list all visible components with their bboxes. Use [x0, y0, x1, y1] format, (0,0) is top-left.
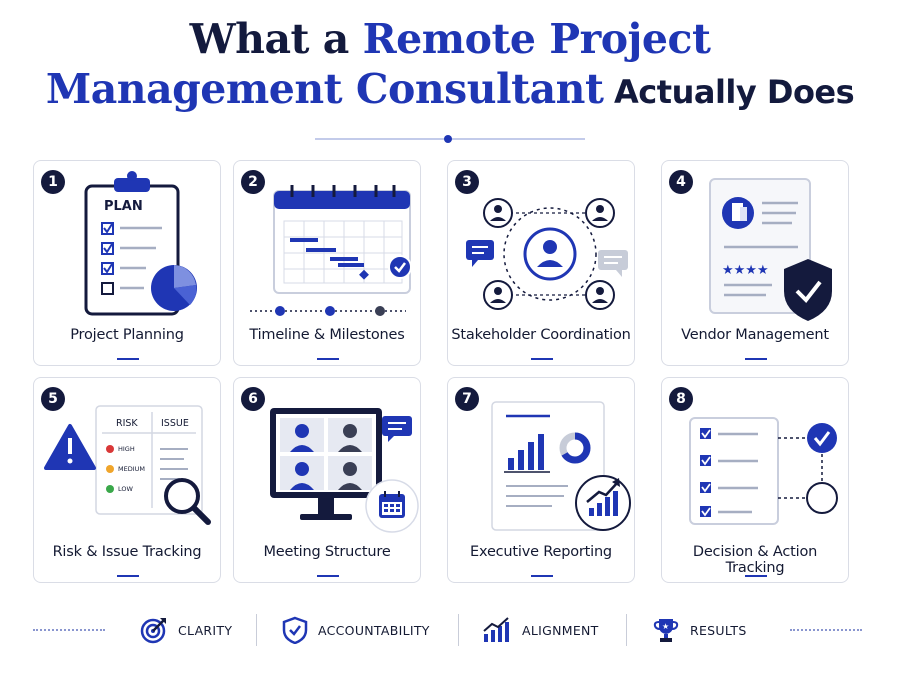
- clipboard-plan-icon: [84, 171, 197, 316]
- card-label: Stakeholder Coordination: [451, 327, 631, 343]
- page-title: What a Remote Project Management Consult…: [0, 14, 900, 117]
- footer-item-accountability: ACCOUNTABILITY: [282, 612, 430, 648]
- card-number-badge: 3: [455, 170, 479, 194]
- footer-separator: [626, 614, 627, 646]
- title-part-1: What a: [189, 15, 363, 63]
- card-timeline-milestones: 2 Timeline & Milestones: [233, 160, 421, 366]
- card-label: Timeline & Milestones: [249, 327, 405, 343]
- clipboard-plan-text: PLAN: [104, 199, 143, 214]
- card-number-badge: 6: [241, 387, 265, 411]
- card-label: Executive Reporting: [470, 544, 612, 560]
- footer-label: RESULTS: [690, 622, 747, 638]
- video-meeting-icon: [270, 408, 419, 533]
- title-part-2: Remote Project: [362, 15, 711, 63]
- svg-text:★★★★: ★★★★: [722, 263, 769, 278]
- vendor-profile-icon: ★★★★: [709, 178, 832, 321]
- issue-column-header: ISSUE: [161, 418, 189, 429]
- footer-dash-left: [33, 629, 105, 631]
- card-vendor-management: 4 ★★★★ Vendor Management: [661, 160, 849, 366]
- card-number-badge: 1: [41, 170, 65, 194]
- footer-dash-right: [790, 629, 862, 631]
- card-underline: [317, 358, 339, 360]
- footer-separator: [458, 614, 459, 646]
- calendar-gantt-icon: [250, 185, 412, 316]
- footer-label: ALIGNMENT: [522, 622, 599, 638]
- card-number-badge: 8: [669, 387, 693, 411]
- risk-table-icon: [44, 405, 211, 525]
- target-icon: [140, 618, 166, 644]
- card-underline: [117, 358, 139, 360]
- growth-chart-icon: [483, 617, 509, 642]
- footer-item-results: ★ RESULTS: [652, 612, 747, 648]
- card-label: Risk & Issue Tracking: [52, 544, 202, 560]
- svg-text:★: ★: [662, 622, 669, 631]
- card-label: Meeting Structure: [263, 544, 391, 560]
- risk-level-low: LOW: [118, 485, 133, 493]
- card-underline: [745, 358, 767, 360]
- card-decision-action-tracking: 8 Decision & Action Tracking: [661, 377, 849, 583]
- card-number-badge: 2: [241, 170, 265, 194]
- decision-checklist-icon: [689, 417, 838, 525]
- card-number-badge: 4: [669, 170, 693, 194]
- card-meeting-structure: 6 Meeting Structure: [233, 377, 421, 583]
- executive-report-icon: [491, 401, 631, 531]
- risk-level-high: HIGH: [118, 445, 135, 453]
- card-underline: [745, 575, 767, 577]
- footer-label: CLARITY: [178, 622, 233, 638]
- card-label: Decision & Action Tracking: [692, 544, 818, 576]
- stakeholder-network-icon: [466, 198, 628, 310]
- card-label: Project Planning: [70, 327, 184, 343]
- card-risk-issue-tracking: 5 RISK ISSUE HIGH MEDIUM LOW Risk & Issu…: [33, 377, 221, 583]
- card-underline: [117, 575, 139, 577]
- title-part-4: Actually Does: [603, 73, 855, 111]
- card-executive-reporting: 7 Executive Reporting: [447, 377, 635, 583]
- card-stakeholder-coordination: 3 Stakeholder Coordination: [447, 160, 635, 366]
- shield-check-icon: [282, 616, 308, 644]
- risk-column-header: RISK: [116, 418, 138, 429]
- trophy-icon: ★: [653, 619, 679, 642]
- footer-values: CLARITY ACCOUNTABILITY ALIGNMENT ★ RESUL…: [0, 612, 900, 648]
- card-number-badge: 5: [41, 387, 65, 411]
- card-number-badge: 7: [455, 387, 479, 411]
- card-label: Vendor Management: [681, 327, 829, 343]
- title-divider: [315, 135, 585, 143]
- card-underline: [531, 575, 553, 577]
- risk-level-medium: MEDIUM: [118, 465, 146, 473]
- footer-separator: [256, 614, 257, 646]
- card-underline: [317, 575, 339, 577]
- title-part-3: Management Consultant: [45, 65, 604, 113]
- footer-label: ACCOUNTABILITY: [318, 622, 430, 638]
- card-project-planning: 1 PLAN Project Planning: [33, 160, 221, 366]
- footer-item-alignment: ALIGNMENT: [482, 612, 599, 648]
- card-underline: [531, 358, 553, 360]
- footer-item-clarity: CLARITY: [140, 612, 232, 648]
- divider-dot: [444, 135, 452, 143]
